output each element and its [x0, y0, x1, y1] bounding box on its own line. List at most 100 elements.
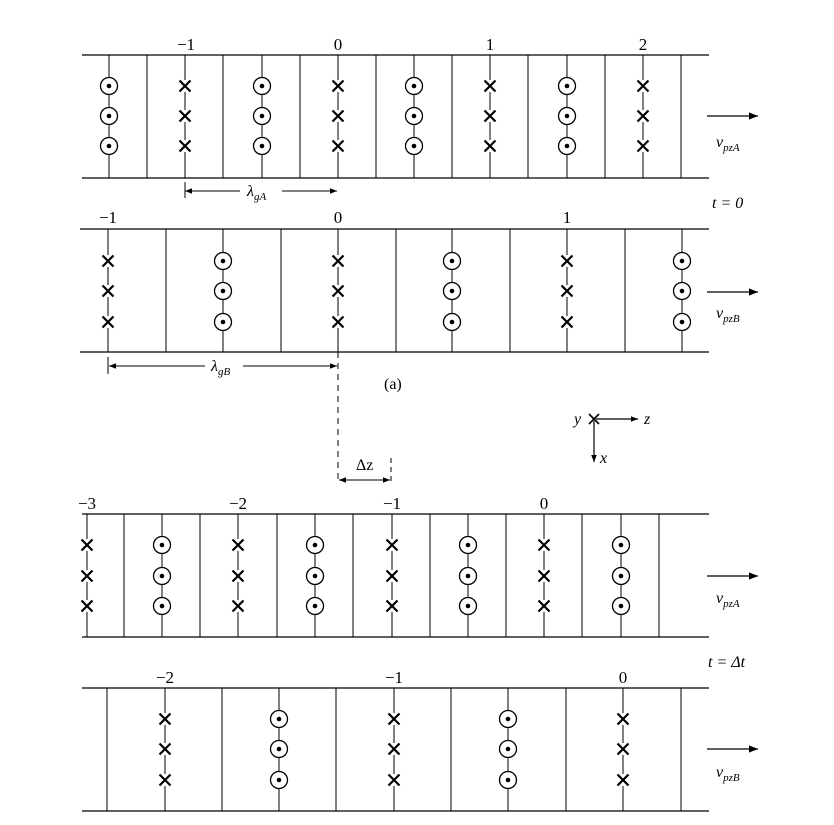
panel-b-tdt [82, 687, 709, 812]
field-into-page-column [80, 514, 94, 637]
dot-circle-icon [672, 312, 692, 332]
cross-icon [483, 139, 497, 153]
field-out-of-page-column [213, 229, 233, 352]
dot-circle-icon [442, 251, 462, 271]
dot-circle-icon [213, 312, 233, 332]
cross-icon [636, 79, 650, 93]
field-into-page-column [101, 229, 115, 352]
field-into-page-column [231, 514, 245, 637]
dot-circle-icon [305, 596, 325, 616]
cross-icon [385, 538, 399, 552]
cross-icon [231, 538, 245, 552]
tick-label: 0 [619, 668, 628, 687]
dot-circle-icon [672, 281, 692, 301]
coordinate-axes: y z x [572, 411, 651, 467]
field-into-page-column [178, 55, 192, 178]
cross-icon [537, 538, 551, 552]
cross-icon [331, 254, 345, 268]
dot-circle-icon [458, 596, 478, 616]
field-out-of-page-column [252, 55, 272, 178]
field-out-of-page-column [305, 514, 325, 637]
panel-a-t0 [82, 54, 709, 179]
velocity-label: vpzA [716, 590, 740, 610]
dot-circle-icon [305, 535, 325, 555]
cross-icon [387, 773, 401, 787]
field-out-of-page-column [611, 514, 631, 637]
cross-icon [101, 284, 115, 298]
cross-icon [158, 773, 172, 787]
y-axis-label: y [572, 411, 582, 428]
dot-circle-icon [269, 709, 289, 729]
tick-label: −1 [177, 35, 195, 54]
tick-label: 1 [486, 35, 495, 54]
tick-label: −1 [385, 668, 403, 687]
tick-label: 2 [639, 35, 648, 54]
dot-circle-icon [611, 566, 631, 586]
dot-circle-icon [557, 106, 577, 126]
tick-label: −1 [99, 208, 117, 227]
cross-icon [331, 284, 345, 298]
cross-icon [231, 569, 245, 583]
field-out-of-page-column [152, 514, 172, 637]
cross-icon [231, 599, 245, 613]
x-axis-label: x [599, 450, 607, 467]
field-out-of-page-column [498, 688, 518, 811]
field-out-of-page-column [458, 514, 478, 637]
cross-icon [178, 79, 192, 93]
field-out-of-page-column [557, 55, 577, 178]
dot-circle-icon [442, 312, 462, 332]
dot-circle-icon [252, 106, 272, 126]
shift-label: Δz [356, 457, 373, 474]
cross-icon [560, 284, 574, 298]
dot-circle-icon [213, 281, 233, 301]
dot-circle-icon [252, 136, 272, 156]
dot-circle-icon [442, 281, 462, 301]
panel-a-tdt [80, 513, 709, 638]
time-label-t0: t = 0 [712, 195, 743, 212]
dot-circle-icon [611, 596, 631, 616]
cross-icon [385, 569, 399, 583]
cross-icon [385, 599, 399, 613]
cross-icon [101, 254, 115, 268]
cross-icon [80, 599, 94, 613]
dot-circle-icon [305, 566, 325, 586]
cross-icon [80, 538, 94, 552]
dot-circle-icon [213, 251, 233, 271]
dot-circle-icon [557, 136, 577, 156]
cross-icon [560, 254, 574, 268]
panel-b-t0 [80, 228, 709, 353]
cross-icon [616, 742, 630, 756]
cross-icon [537, 599, 551, 613]
cross-icon [178, 109, 192, 123]
field-out-of-page-column [442, 229, 462, 352]
dot-circle-icon [458, 566, 478, 586]
velocity-label: vpzB [716, 305, 740, 325]
cross-icon [387, 742, 401, 756]
cross-icon [158, 712, 172, 726]
cross-icon [331, 139, 345, 153]
field-into-page-column [331, 229, 345, 352]
cross-icon [560, 315, 574, 329]
field-into-page-column [560, 229, 574, 352]
field-into-page-column [158, 688, 172, 811]
dot-circle-icon [252, 76, 272, 96]
tick-label: 0 [334, 208, 343, 227]
dot-circle-icon [404, 136, 424, 156]
field-into-page-column [387, 688, 401, 811]
tick-label: 0 [334, 35, 343, 54]
cross-icon [636, 109, 650, 123]
field-into-page-column [331, 55, 345, 178]
tick-label: −2 [229, 494, 247, 513]
cross-icon [387, 712, 401, 726]
dot-circle-icon [498, 739, 518, 759]
cross-icon [331, 109, 345, 123]
dot-circle-icon [557, 76, 577, 96]
tick-label: −3 [78, 494, 96, 513]
time-label-tdt: t = Δt [708, 654, 746, 671]
field-into-page-column [636, 55, 650, 178]
dot-circle-icon [404, 106, 424, 126]
cross-icon [537, 569, 551, 583]
cross-icon [636, 139, 650, 153]
cross-icon [80, 569, 94, 583]
field-out-of-page-column [672, 229, 692, 352]
